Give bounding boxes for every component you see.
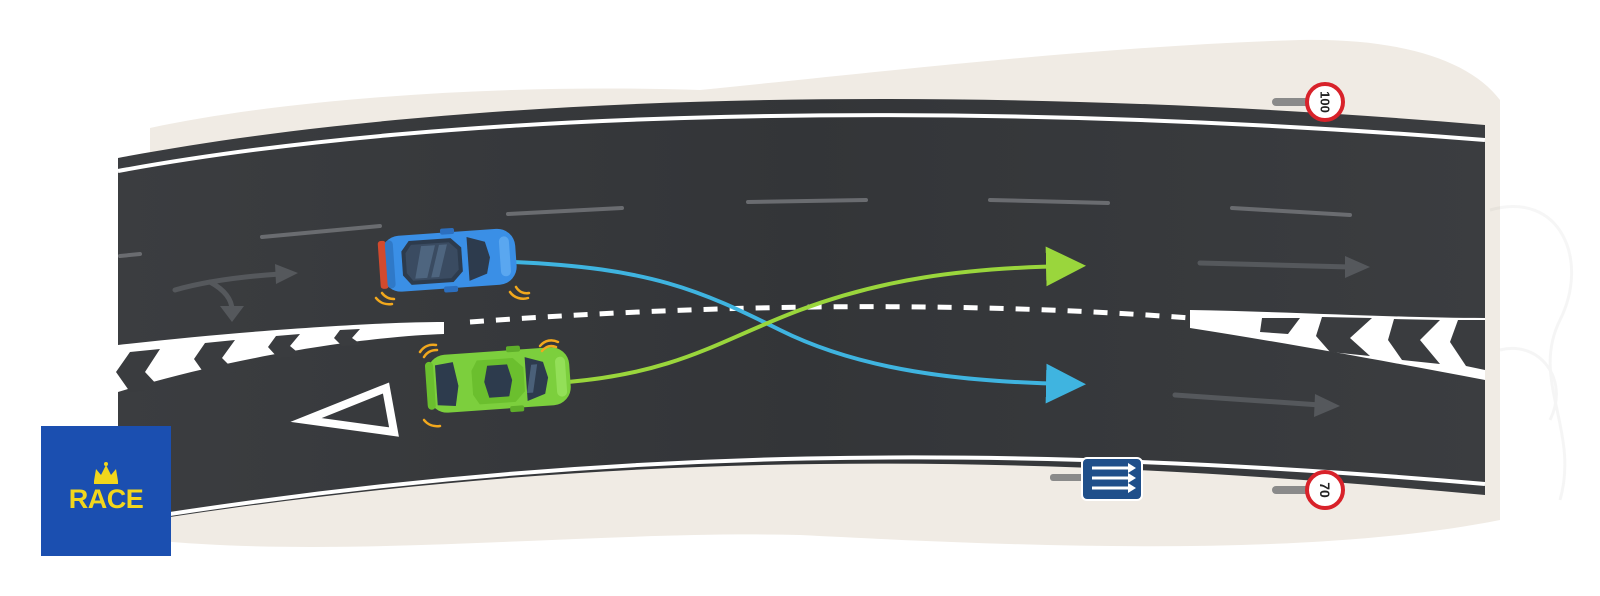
crown-icon bbox=[94, 462, 118, 484]
speed-limit-sign-100: 100 bbox=[1272, 82, 1345, 122]
blue-car-indicator-signals bbox=[374, 285, 531, 306]
lanes-merge-arrows-icon bbox=[1050, 457, 1143, 501]
race-logo: RACE bbox=[41, 426, 171, 556]
speed-limit-sign-100-text: 100 bbox=[1318, 91, 1333, 113]
speed-limit-sign-70-text: 70 bbox=[1317, 482, 1333, 498]
green-car-indicator-signals bbox=[418, 339, 560, 428]
lane-dashes-upper bbox=[118, 198, 1352, 258]
gore-chevrons-left bbox=[116, 329, 362, 392]
road-edge-line-bottom bbox=[169, 455, 1486, 516]
background-watermark bbox=[1489, 205, 1574, 501]
road-surface bbox=[118, 99, 1485, 525]
blue-car bbox=[377, 227, 517, 293]
give-way-triangle-marking bbox=[290, 382, 399, 437]
speed-limit-sign-70: 70 bbox=[1272, 470, 1345, 510]
road-edge-line-top bbox=[117, 113, 1486, 173]
blue-car-trajectory-arrow bbox=[513, 260, 1086, 404]
gore-area-left bbox=[118, 322, 444, 392]
gore-chevrons-right bbox=[1260, 317, 1485, 370]
road-direction-arrows bbox=[172, 256, 1370, 417]
green-car-trajectory-arrow bbox=[567, 246, 1086, 384]
race-logo-text: RACE bbox=[68, 484, 144, 514]
green-car bbox=[424, 345, 571, 413]
